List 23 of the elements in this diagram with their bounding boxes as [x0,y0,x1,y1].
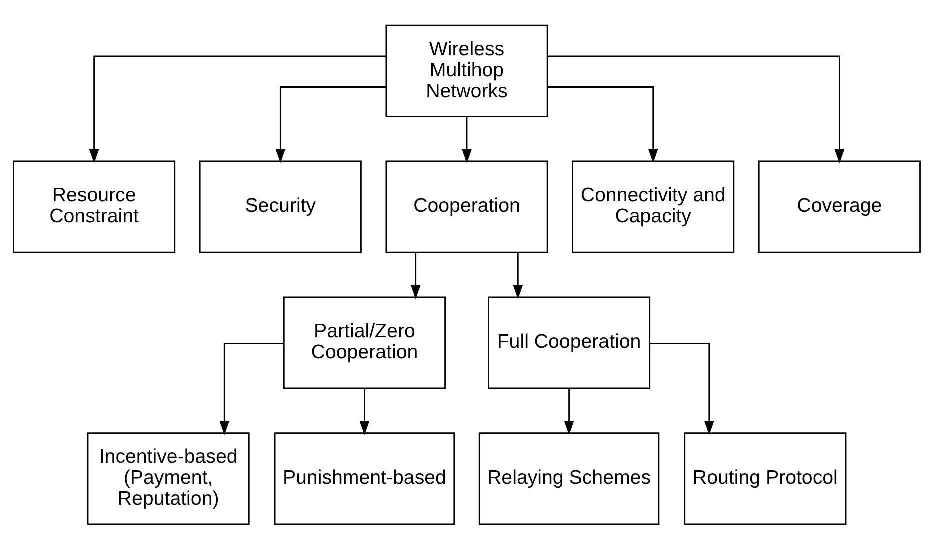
node-box: Routing Protocol [684,432,847,525]
node-box: Partial/Zero Cooperation [283,296,446,389]
node-box: Cooperation [386,160,548,253]
arrow [513,252,524,299]
node-box: Incentive-based (Payment, Reputation) [87,432,250,525]
arrow [462,116,472,163]
node-box: Resource Constraint [13,160,176,253]
arrow [410,252,421,299]
arrow [360,388,370,435]
arrow [650,342,714,435]
node-box: Security [199,160,362,253]
node-box: Connectivity and Capacity [572,160,735,253]
node-box: Full Cooperation [488,296,651,389]
arrow [276,86,386,163]
node-box: Relaying Schemes [478,432,660,525]
arrow [548,55,845,164]
arrow [548,86,658,163]
arrow [564,388,574,435]
node-box: Coverage [758,160,921,253]
arrow [89,55,386,164]
arrow [220,342,284,435]
node-box: Punishment-based [274,432,456,525]
node-box: Wireless Multihop Networks [386,24,548,117]
